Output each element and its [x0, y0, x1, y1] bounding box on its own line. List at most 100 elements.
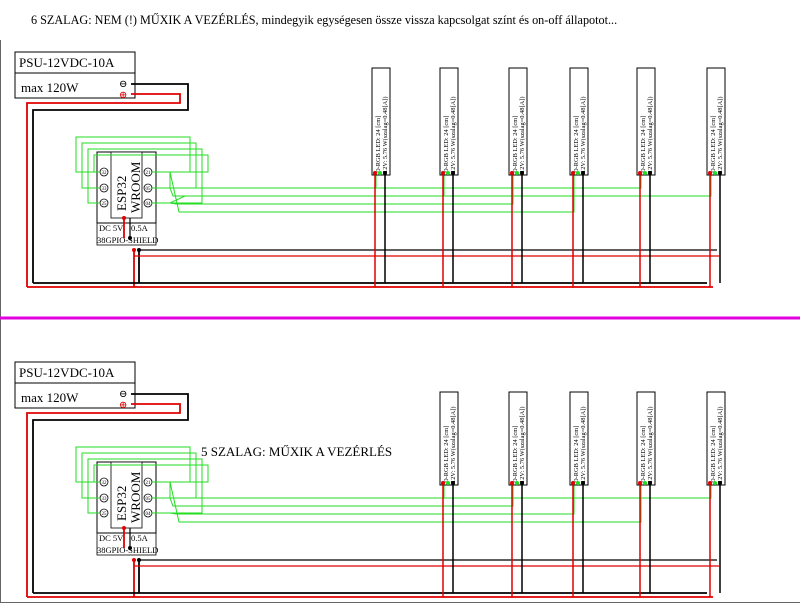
signal-wire-to-strip	[152, 175, 712, 204]
strip-data-pin	[446, 481, 450, 485]
gpio-pin-left-label: 32	[102, 481, 108, 486]
strip-ground-pin	[451, 171, 455, 175]
signal-wire-to-strip	[152, 171, 575, 213]
led-strip-spec-line2: 12V: 5.76 W(szalag=0.48[A])	[647, 407, 654, 483]
psu-minus-terminal-icon: ⊖	[119, 389, 127, 400]
strip-ground-pin	[520, 171, 524, 175]
led-strip-spec-line2: 12V: 5.76 W(szalag=0.48[A])	[717, 407, 724, 483]
shield-box	[96, 222, 157, 246]
strip-ground-pin	[718, 481, 722, 485]
led-strip-spec-line2: 12V: 5.76 W(szalag=0.48[A])	[382, 97, 389, 173]
gpio-pin-right-label: 05	[146, 187, 152, 192]
led-strip-spec-line1: D-RGB LED: 24 [cm]	[443, 426, 450, 483]
led-strip-body	[636, 67, 656, 176]
strip-power-pin	[373, 171, 377, 175]
current-label: 0.5A	[131, 223, 149, 233]
psu-minus-terminal-icon: ⊖	[119, 79, 127, 90]
gpio-pin-left-label: 25	[102, 512, 108, 517]
psu-rating-label: max 120W	[21, 390, 79, 405]
signal-loop-wire	[93, 154, 209, 173]
esp32-subtitle: WROOM	[128, 471, 143, 523]
led-strip-body	[569, 391, 589, 486]
strip-data-pin	[643, 171, 647, 175]
esp32-subtitle: WROOM	[128, 161, 143, 213]
strip-power-pin	[510, 481, 514, 485]
strip-ground-pin	[581, 481, 585, 485]
strip-ground-pin	[581, 171, 585, 175]
led-strip-spec-line2: 12V: 5.76 W(szalag=0.48[A])	[450, 97, 457, 173]
strip-ground-pin	[520, 481, 524, 485]
led-strip-body	[706, 67, 726, 176]
esp32-title: ESP32	[114, 486, 129, 521]
strip-data-pin	[515, 171, 519, 175]
strip-power-pin	[638, 481, 642, 485]
gpio-pin-right-label: 04	[146, 512, 152, 517]
signal-wire-to-strip	[152, 485, 575, 515]
current-label: 0.5A	[131, 533, 149, 543]
gpio-pin-right-label: 21	[146, 171, 152, 176]
strip-power-pin	[571, 171, 575, 175]
strip-data-pin	[515, 481, 519, 485]
led-strip-body	[371, 67, 391, 176]
working-note: 5 SZALAG: MŰXIK A VEZÉRLÉS	[201, 444, 392, 459]
led-strip-spec-line2: 12V: 5.76 W(szalag=0.48[A])	[717, 97, 724, 173]
psu-model-label: PSU-12VDC-10A	[19, 55, 115, 70]
led-strip-spec-line2: 12V: 5.76 W(szalag=0.48[A])	[450, 407, 457, 483]
signal-wire-to-strip	[152, 171, 377, 189]
led-strip-spec-line2: 12V: 5.76 W(szalag=0.48[A])	[519, 97, 526, 173]
strip-power-pin	[708, 481, 712, 485]
led-strip-spec-line1: D-RGB LED: 24 [cm]	[512, 116, 519, 173]
shield-label: 38GPIO-SHIELD	[97, 235, 158, 245]
led-strip-spec-line1: D-RGB LED: 24 [cm]	[375, 116, 382, 173]
strip-data-pin	[643, 481, 647, 485]
power-node	[122, 526, 126, 530]
gpio-pin-left-label: 33	[102, 187, 108, 192]
strip-data-pin	[576, 481, 580, 485]
psu-rating-box	[14, 72, 136, 99]
led-strip-spec-line1: D-RGB LED: 24 [cm]	[443, 116, 450, 173]
ground-node	[128, 236, 132, 240]
signal-loop-wire	[93, 464, 209, 483]
signal-loop-wire	[87, 148, 203, 204]
strip-power-pin	[708, 171, 712, 175]
strip-power-pin	[638, 171, 642, 175]
signal-wire-to-strip	[152, 481, 642, 523]
signal-wire-to-strip	[152, 175, 642, 189]
led-strip-spec-line2: 12V: 5.76 W(szalag=0.48[A])	[580, 407, 587, 483]
gpio-pin-left-label: 33	[102, 497, 108, 502]
signal-loop-wire	[87, 458, 203, 514]
led-strip-spec-line1: D-RGB LED: 24 [cm]	[640, 116, 647, 173]
shield-label: 38GPIO-SHIELD	[97, 545, 158, 555]
psu-ground-wire	[32, 393, 189, 593]
page-heading: 6 SZALAG: NEM (!) MŰXIK A VEZÉRLÉS, mind…	[31, 13, 617, 27]
strip-ground-pin	[648, 481, 652, 485]
power-node	[132, 558, 136, 562]
esp32-title: ESP32	[114, 176, 129, 211]
led-strip-spec-line1: D-RGB LED: 24 [cm]	[640, 426, 647, 483]
gpio-pin-left-label: 25	[102, 202, 108, 207]
shield-box	[96, 532, 157, 556]
psu-model-label: PSU-12VDC-10A	[19, 365, 115, 380]
led-strip-body	[569, 67, 589, 176]
led-strip-body	[508, 391, 528, 486]
led-strip-body	[636, 391, 656, 486]
led-strip-spec-line1: D-RGB LED: 24 [cm]	[512, 426, 519, 483]
power-node	[122, 216, 126, 220]
gpio-pin-right-label: 21	[146, 481, 152, 486]
dc-supply-label: DC 5V	[99, 223, 124, 233]
strip-ground-pin	[383, 171, 387, 175]
strip-ground-pin	[718, 171, 722, 175]
psu-rating-label: max 120W	[21, 80, 79, 95]
strip-power-pin	[571, 481, 575, 485]
led-strip-spec-line2: 12V: 5.76 W(szalag=0.48[A])	[519, 407, 526, 483]
led-strip-spec-line2: 12V: 5.76 W(szalag=0.48[A])	[580, 97, 587, 173]
psu-ground-wire	[32, 83, 189, 283]
strip-data-pin	[378, 171, 382, 175]
power-node	[132, 248, 136, 252]
led-strip-spec-line1: D-RGB LED: 24 [cm]	[710, 426, 717, 483]
led-strip-body	[706, 391, 726, 486]
gpio-pin-right-label: 04	[146, 202, 152, 207]
